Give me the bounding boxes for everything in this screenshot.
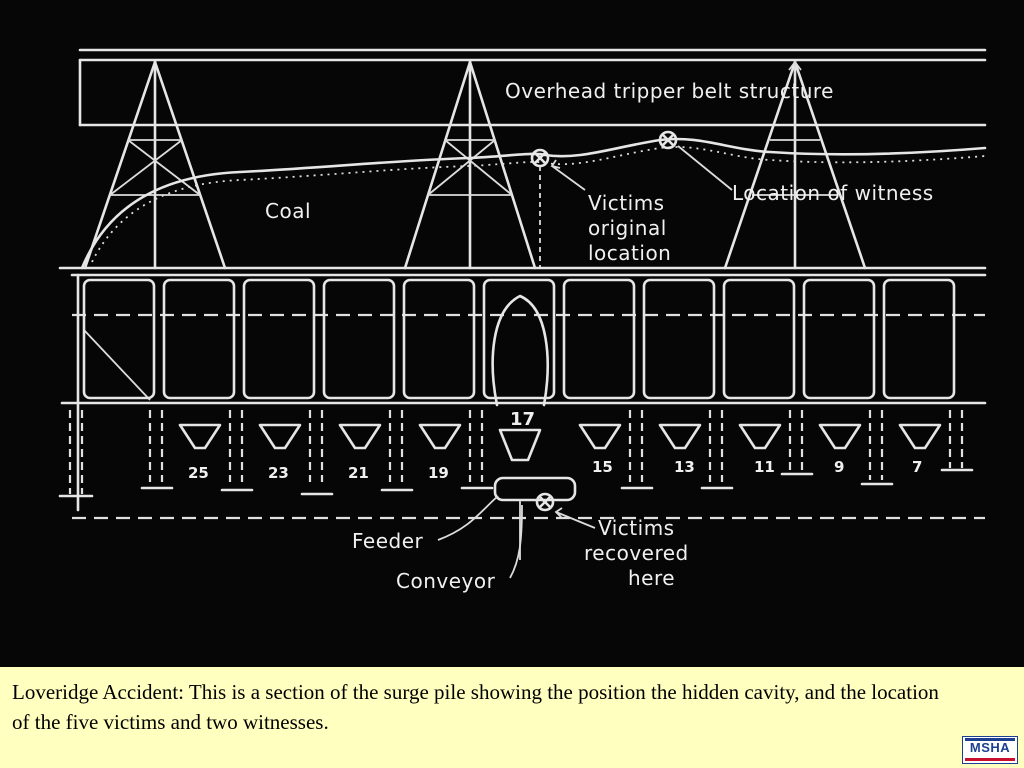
conveyor-label: Conveyor [396, 569, 496, 593]
logo-top-band [965, 738, 1015, 741]
surge-pile-diagram: 25 23 21 19 17 15 13 11 9 7 Overhead tri… [58, 48, 987, 593]
tower-middle [403, 60, 537, 270]
logo-text: MSHA [969, 740, 1011, 755]
victims-original-label-line1: Victims [588, 191, 665, 215]
feeder-number-21: 21 [348, 464, 369, 482]
logo-bottom-band [965, 758, 1015, 761]
overhead-structure [78, 48, 987, 127]
overhead-structure-label: Overhead tripper belt structure [505, 79, 834, 103]
victims-original-label: Victims original location [588, 191, 671, 265]
victims-recovered-label-line1: Victims [598, 516, 675, 540]
msha-logo: MSHA [962, 736, 1018, 764]
coal-label: Coal [265, 199, 311, 223]
feeder-number-17: 17 [510, 409, 535, 430]
feeder-number-23: 23 [268, 464, 289, 482]
hidden-cavity [491, 294, 549, 407]
feeder-number-labels: 25 23 21 19 17 15 13 11 9 7 [188, 409, 922, 482]
feeder-pointer [437, 495, 499, 541]
feeder-number-25: 25 [188, 464, 209, 482]
feeder-hoppers [178, 423, 942, 462]
footings [58, 468, 974, 498]
caption-panel: Loveridge Accident: This is a section of… [0, 667, 1024, 768]
witness-pointer [677, 145, 733, 191]
overhead-pointer [788, 60, 802, 78]
feeder-label: Feeder [352, 529, 424, 553]
feeder-number-7: 7 [912, 458, 922, 476]
victims-original-marker [530, 148, 550, 268]
tower-left [83, 60, 227, 270]
diagram-canvas: 25 23 21 19 17 15 13 11 9 7 Overhead tri… [58, 48, 987, 593]
bin-columns [82, 278, 956, 400]
witness-label: Location of witness [732, 181, 934, 205]
feeder-number-13: 13 [674, 458, 695, 476]
victims-original-label-line2: original [588, 216, 667, 240]
slide-caption: Loveridge Accident: This is a section of… [12, 680, 939, 734]
feeder-number-15: 15 [592, 458, 613, 476]
feeder-number-11: 11 [754, 458, 775, 476]
victims-recovered-pointer [554, 507, 596, 529]
tower-right [723, 60, 867, 270]
witness-marker [658, 130, 678, 150]
victims-original-pointer [550, 159, 586, 191]
bin-structure [58, 266, 987, 520]
victims-recovered-label-line2: recovered [584, 541, 689, 565]
victims-recovered-label: Victims recovered here [584, 516, 689, 590]
feeder-number-9: 9 [834, 458, 844, 476]
conveyor-pointer [509, 504, 523, 579]
victims-recovered-label-line3: here [628, 566, 675, 590]
feeder-number-19: 19 [428, 464, 449, 482]
support-legs [68, 410, 964, 494]
victims-original-label-line3: location [588, 241, 671, 265]
victims-recovered-marker [535, 492, 555, 512]
